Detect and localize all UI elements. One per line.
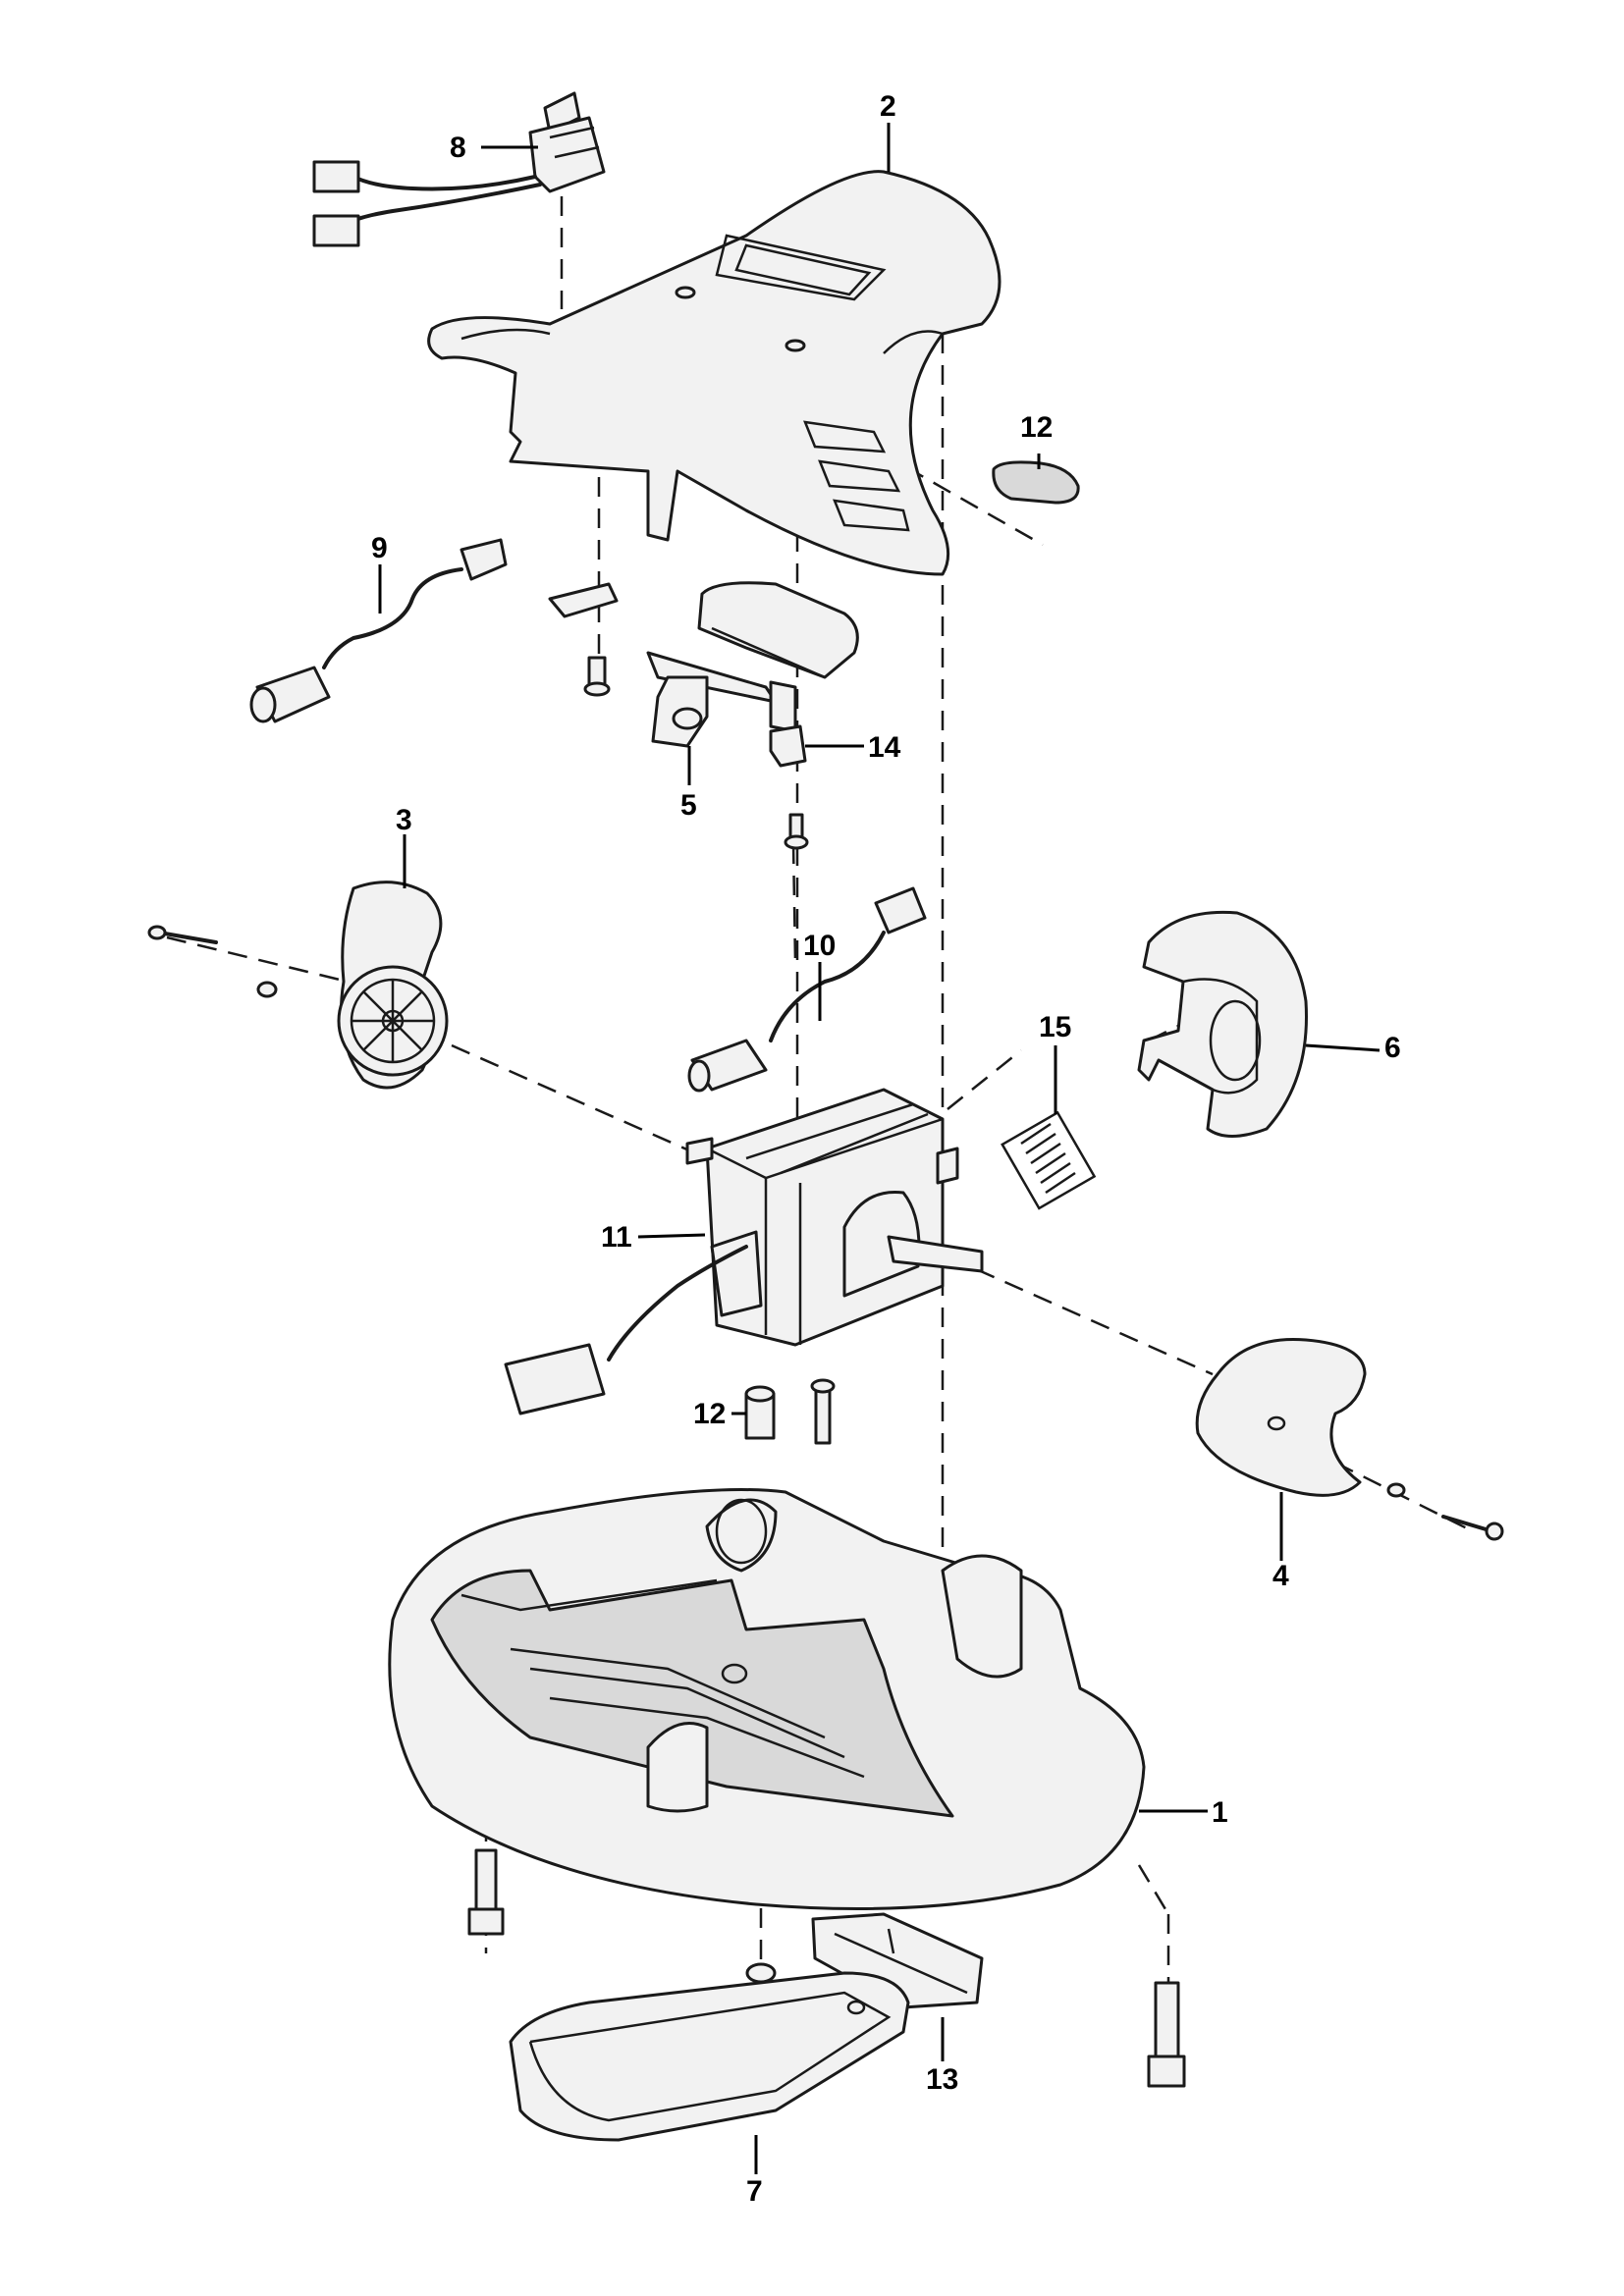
callout-4: 4	[1272, 1560, 1289, 1592]
callout-15: 15	[1039, 1011, 1071, 1043]
lower-screws	[744, 1378, 836, 1445]
callout-1: 1	[1212, 1796, 1228, 1829]
callout-7: 7	[746, 2175, 763, 2208]
screw-below-5	[784, 813, 809, 850]
bracket-and-screw	[548, 582, 619, 697]
part-8-switch-harness	[312, 91, 606, 247]
part-12-cap	[992, 460, 1080, 505]
callout-12-lower: 12	[693, 1398, 726, 1430]
callout-13: 13	[926, 2063, 958, 2096]
callout-12-upper: 12	[1020, 411, 1053, 444]
part-14-clip	[769, 724, 807, 768]
callout-8: 8	[450, 132, 466, 164]
part-5-switch-lever	[646, 581, 859, 748]
part-10-wire-harness	[687, 886, 927, 1093]
part-15-spring	[1001, 1110, 1097, 1210]
part-3-left-cover	[147, 881, 449, 1090]
callout-10: 10	[803, 930, 836, 962]
callout-3: 3	[396, 804, 412, 836]
callout-5: 5	[680, 789, 697, 822]
part-6-right-cover	[1137, 910, 1308, 1138]
callout-11: 11	[601, 1221, 632, 1254]
part-13-clip	[811, 1912, 984, 2009]
bottom-screws	[467, 1848, 1186, 2088]
callout-labels: 1 2 3 4 5 6 7 8 9 10 11 12 12 13 14 15	[371, 90, 1401, 2208]
part-2-top-housing	[427, 170, 1001, 576]
part-4-knob-cover	[1195, 1337, 1504, 1541]
callout-9: 9	[371, 532, 388, 564]
callout-14: 14	[868, 731, 901, 764]
part-7-bottom-cover	[509, 1962, 910, 2142]
part-1-handle-base	[388, 1488, 1146, 1910]
part-9-wire-harness	[249, 538, 508, 723]
part-11-actuator-box	[504, 1088, 984, 1415]
callout-2: 2	[880, 90, 896, 123]
leader-lines	[378, 123, 1380, 2174]
callout-6: 6	[1384, 1032, 1401, 1064]
